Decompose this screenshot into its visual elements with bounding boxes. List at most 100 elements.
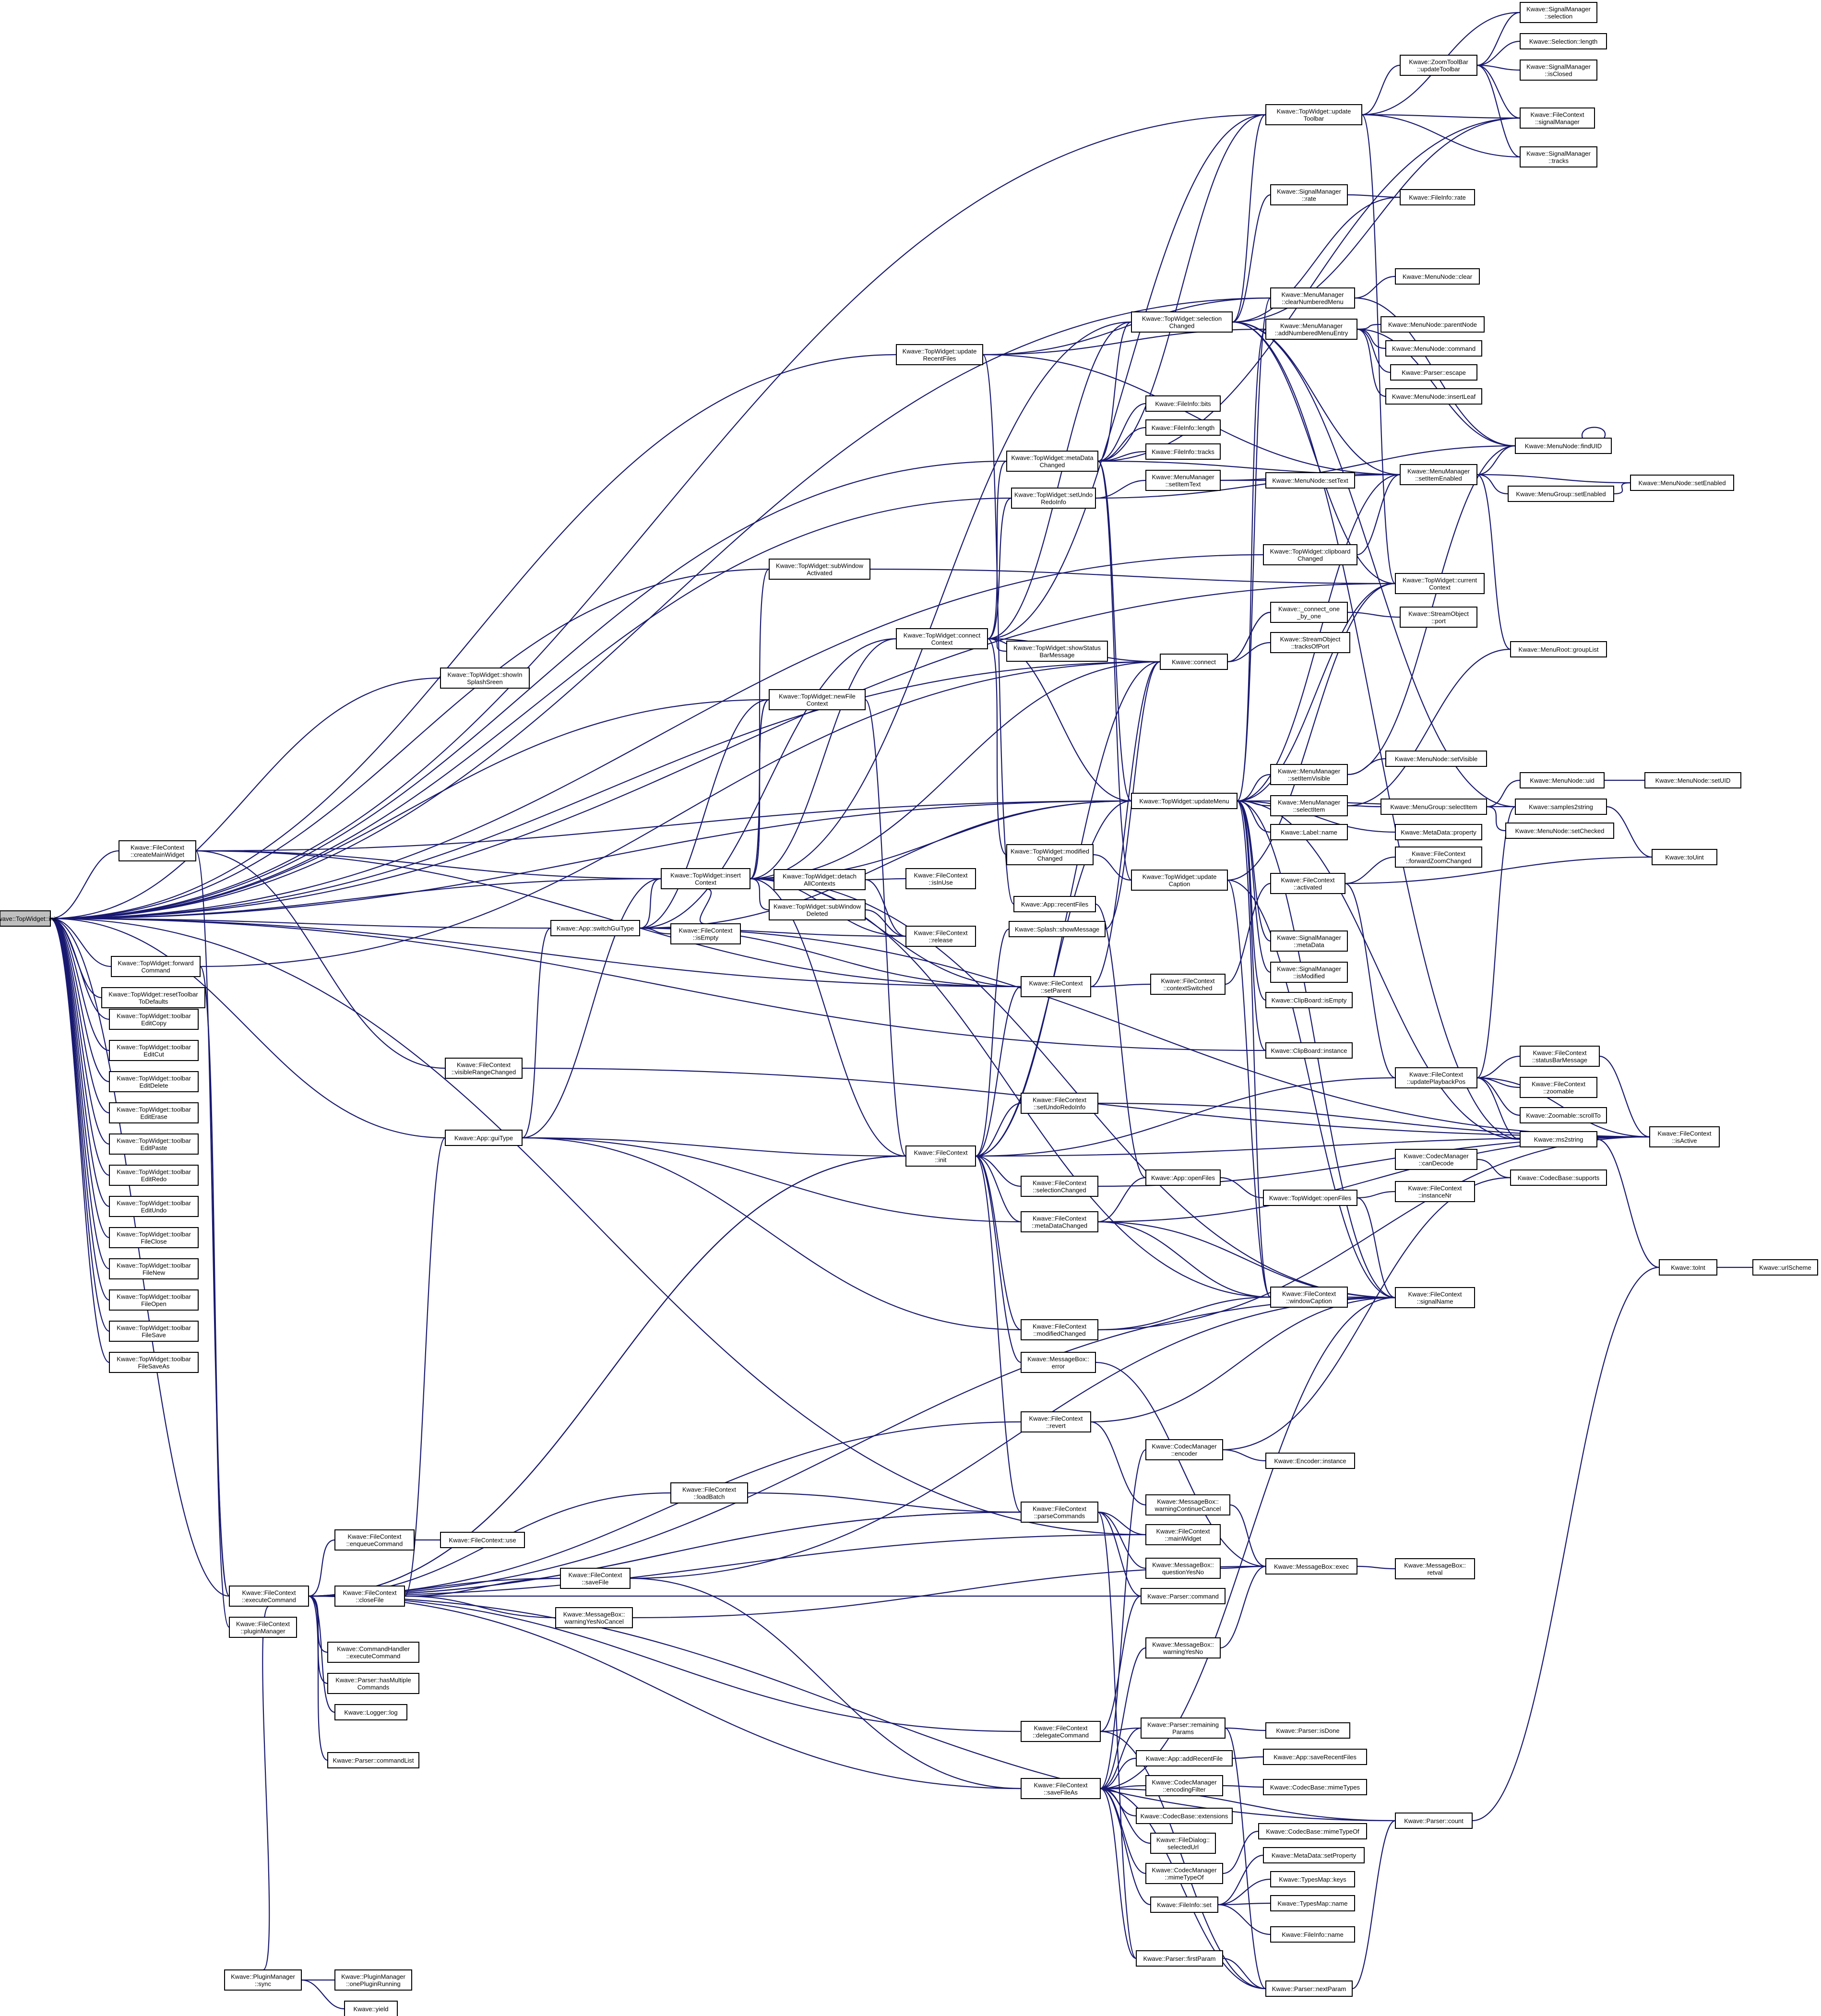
node-mb-warnYNC[interactable]: Kwave::MessageBox::warningYesNoCancel: [555, 1607, 633, 1628]
node-cb-supports[interactable]: Kwave::CodecBase::supports: [1510, 1169, 1607, 1186]
node-fc-fwdZoom[interactable]: Kwave::FileContext::forwardZoomChanged: [1395, 847, 1482, 868]
node-app-guiType[interactable]: Kwave::App::guiType: [445, 1130, 523, 1146]
node-fi-length[interactable]: Kwave::FileInfo::length: [1145, 419, 1221, 436]
node-cm-canDecode[interactable]: Kwave::CodecManager::canDecode: [1395, 1149, 1477, 1170]
node-fc-metaChanged[interactable]: Kwave::FileContext::metaDataChanged: [1021, 1211, 1098, 1232]
node-sm-isClosed[interactable]: Kwave::SignalManager::isClosed: [1520, 60, 1597, 81]
node-ch-exec[interactable]: Kwave::CommandHandler::executeCommand: [327, 1642, 419, 1663]
node-fc-delegate[interactable]: Kwave::FileContext::delegateCommand: [1021, 1721, 1101, 1742]
node-splash-show[interactable]: Kwave::Splash::showMessage: [1009, 921, 1106, 937]
node-mm-setVisible[interactable]: Kwave::MenuManager::setItemVisible: [1270, 764, 1348, 785]
node-fc-createMain[interactable]: Kwave::FileContext::createMainWidget: [119, 840, 196, 861]
node-yield[interactable]: Kwave::yield: [344, 2001, 398, 2016]
node-fc-revert[interactable]: Kwave::FileContext::revert: [1021, 1411, 1091, 1432]
node-cm-mimeTypeOf[interactable]: Kwave::CodecManager::mimeTypeOf: [1145, 1863, 1223, 1884]
node-mn-setVisible[interactable]: Kwave::MenuNode::setVisible: [1385, 751, 1487, 767]
node-md-property[interactable]: Kwave::MetaData::property: [1395, 824, 1482, 840]
node-fi-tracks[interactable]: Kwave::FileInfo::tracks: [1145, 443, 1221, 460]
node-mn-clear[interactable]: Kwave::MenuNode::clear: [1395, 268, 1480, 285]
node-mg-selectItem[interactable]: Kwave::MenuGroup::selectItem: [1381, 799, 1487, 815]
node-sel-length[interactable]: Kwave::Selection::length: [1520, 33, 1607, 49]
node-mb-warnYesNo[interactable]: Kwave::MessageBox::warningYesNo: [1145, 1637, 1221, 1658]
node-samples2string[interactable]: Kwave::samples2string: [1515, 799, 1607, 815]
node-enc-instance[interactable]: Kwave::Encoder::instance: [1265, 1453, 1355, 1469]
node-fc-mainWidget[interactable]: Kwave::FileContext::mainWidget: [1145, 1524, 1221, 1545]
node-so-tracksOfPort[interactable]: Kwave::StreamObject::tracksOfPort: [1270, 632, 1350, 653]
node-mm-setEnabled[interactable]: Kwave::MenuManager::setItemEnabled: [1400, 464, 1477, 485]
node-fc-release[interactable]: Kwave::FileContext::release: [905, 926, 976, 947]
node-mm-setItemText[interactable]: Kwave::MenuManager::setItemText: [1145, 470, 1221, 491]
node-toUint[interactable]: Kwave::toUint: [1652, 849, 1717, 865]
node-sm-selection[interactable]: Kwave::SignalManager::selection: [1520, 2, 1597, 23]
node-clip-isEmpty[interactable]: Kwave::ClipBoard::isEmpty: [1265, 992, 1353, 1008]
node-p-command[interactable]: Kwave::Parser::command: [1141, 1588, 1226, 1604]
node-fc-selChanged[interactable]: Kwave::FileContext::selectionChanged: [1021, 1176, 1098, 1197]
node-mb-warnContCancel[interactable]: Kwave::MessageBox::warningContinueCancel: [1145, 1494, 1230, 1515]
node-sm-tracks[interactable]: Kwave::SignalManager::tracks: [1520, 146, 1597, 167]
node-fc-enqueue[interactable]: Kwave::FileContext::enqueueCommand: [334, 1529, 415, 1551]
node-app-addRecent[interactable]: Kwave::App::addRecentFile: [1136, 1750, 1233, 1766]
node-fc-updPlayback[interactable]: Kwave::FileContext::updatePlaybackPos: [1395, 1067, 1477, 1088]
node-fc-parseCmds[interactable]: Kwave::FileContext::parseCommands: [1021, 1502, 1098, 1523]
node-mm-addNum[interactable]: Kwave::MenuManager::addNumberedMenuEntry: [1265, 319, 1357, 340]
node-fc-setParent[interactable]: Kwave::FileContext::setParent: [1021, 976, 1091, 997]
node-fi-bits[interactable]: Kwave::FileInfo::bits: [1145, 395, 1221, 412]
node-fi-set[interactable]: Kwave::FileInfo::set: [1150, 1897, 1218, 1913]
node-fc-isActive[interactable]: Kwave::FileContext::isActive: [1649, 1126, 1720, 1147]
node-mn-setEnabled[interactable]: Kwave::MenuNode::setEnabled: [1630, 475, 1734, 491]
node-mn-uid[interactable]: Kwave::MenuNode::uid: [1520, 772, 1605, 788]
node-p-firstParam[interactable]: Kwave::Parser::firstParam: [1136, 1950, 1223, 1967]
node-fc-activated[interactable]: Kwave::FileContext::activated: [1270, 873, 1345, 894]
node-tw-setUndoRedo[interactable]: Kwave::TopWidget::setUndoRedoInfo: [1011, 488, 1096, 509]
node-clip-instance[interactable]: Kwave::ClipBoard::instance: [1265, 1042, 1353, 1059]
node-cb-mimeTypes[interactable]: Kwave::CodecBase::mimeTypes: [1263, 1779, 1367, 1795]
node-tw-modified[interactable]: Kwave::TopWidget::modifiedChanged: [1006, 844, 1094, 865]
node-mn-setText[interactable]: Kwave::MenuNode::setText: [1265, 472, 1355, 489]
node-md-setProperty[interactable]: Kwave::MetaData::setProperty: [1263, 1847, 1365, 1863]
node-fc-pluginMgr[interactable]: Kwave::FileContext::pluginManager: [229, 1617, 297, 1638]
node-p-nextParam[interactable]: Kwave::Parser::nextParam: [1265, 1980, 1353, 1997]
node-fc-signalName[interactable]: Kwave::FileContext::signalName: [1395, 1287, 1475, 1308]
node-kw-connect[interactable]: Kwave::connect: [1160, 654, 1228, 670]
node-sm-isModified[interactable]: Kwave::SignalManager::isModified: [1270, 962, 1348, 983]
node-tw-metaData[interactable]: Kwave::TopWidget::metaDataChanged: [1006, 451, 1098, 472]
node-mr-groupList[interactable]: Kwave::MenuRoot::groupList: [1510, 641, 1607, 657]
node-app-switchGui[interactable]: Kwave::App::switchGuiType: [550, 920, 640, 936]
node-mb-error[interactable]: Kwave::MessageBox::error: [1021, 1352, 1096, 1373]
node-sm-metaData[interactable]: Kwave::SignalManager::metaData: [1270, 930, 1348, 952]
node-cb-extensions[interactable]: Kwave::CodecBase::extensions: [1136, 1808, 1233, 1824]
node-tw-updMenu[interactable]: Kwave::TopWidget::updateMenu: [1131, 793, 1238, 809]
node-root[interactable]: Kwave::TopWidget::init: [0, 910, 57, 927]
node-fc-setUndoRedo[interactable]: Kwave::FileContext::setUndoRedoInfo: [1021, 1093, 1098, 1114]
node-mn-command[interactable]: Kwave::MenuNode::command: [1385, 340, 1482, 357]
node-tw-openFiles[interactable]: Kwave::TopWidget::openFiles: [1263, 1190, 1357, 1206]
node-fc-closeFile[interactable]: Kwave::FileContext::closeFile: [334, 1586, 405, 1607]
node-fc-execCmd[interactable]: Kwave::FileContext::executeCommand: [229, 1586, 309, 1607]
node-mm-selectItem[interactable]: Kwave::MenuManager::selectItem: [1270, 795, 1348, 816]
node-connect-one[interactable]: Kwave::_connect_one_by_one: [1270, 602, 1348, 623]
node-app-recentFiles[interactable]: Kwave::App::recentFiles: [1013, 896, 1096, 912]
node-mn-insertLeaf[interactable]: Kwave::MenuNode::insertLeaf: [1385, 388, 1482, 405]
node-fc-windowCaption[interactable]: Kwave::FileContext::windowCaption: [1270, 1287, 1348, 1308]
node-urlScheme[interactable]: Kwave::urlScheme: [1752, 1259, 1818, 1276]
node-label-name[interactable]: Kwave::Label::name: [1270, 824, 1348, 840]
node-mb-retval[interactable]: Kwave::MessageBox::retval: [1395, 1558, 1475, 1579]
